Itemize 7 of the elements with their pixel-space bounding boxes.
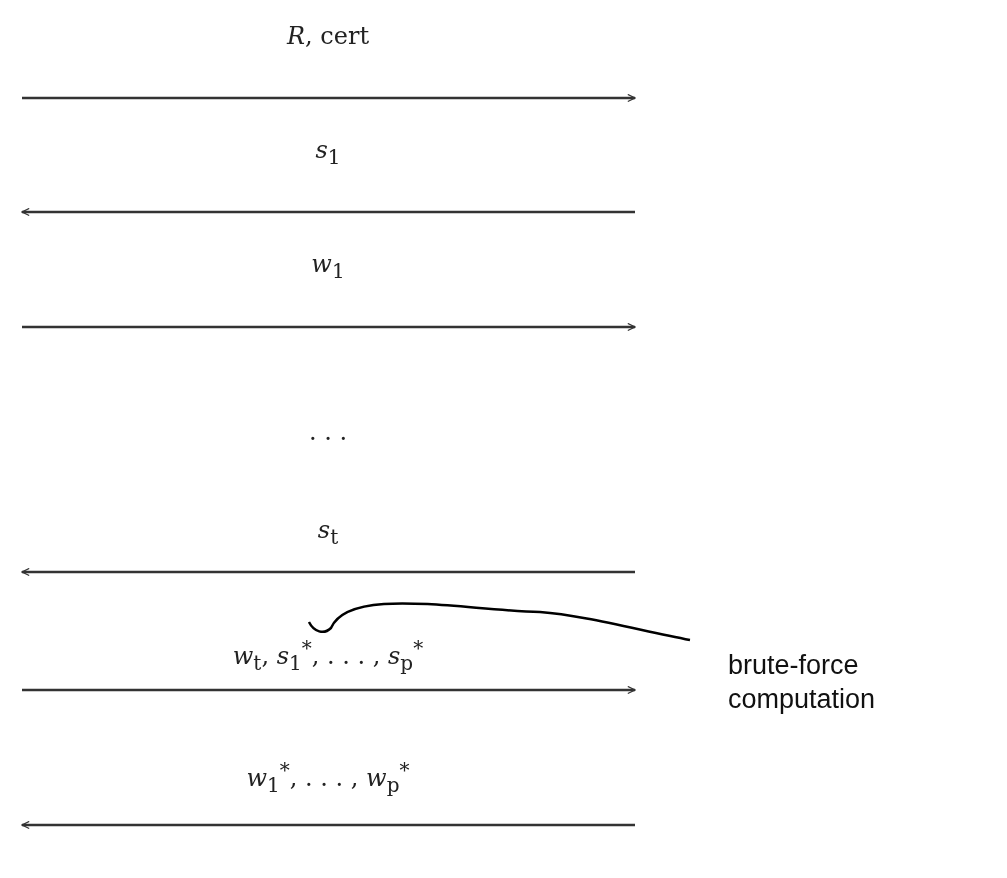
message-label: s$_{1}$ [315, 136, 341, 169]
message-label: w$_{1}$ [311, 250, 345, 283]
leader-line [307, 602, 691, 642]
annotation-text: brute-force computation [728, 648, 1007, 716]
message-label: s$_{t}$ [317, 516, 339, 549]
message-label: . . . [308, 418, 348, 446]
message-label: R, cert [286, 22, 370, 50]
